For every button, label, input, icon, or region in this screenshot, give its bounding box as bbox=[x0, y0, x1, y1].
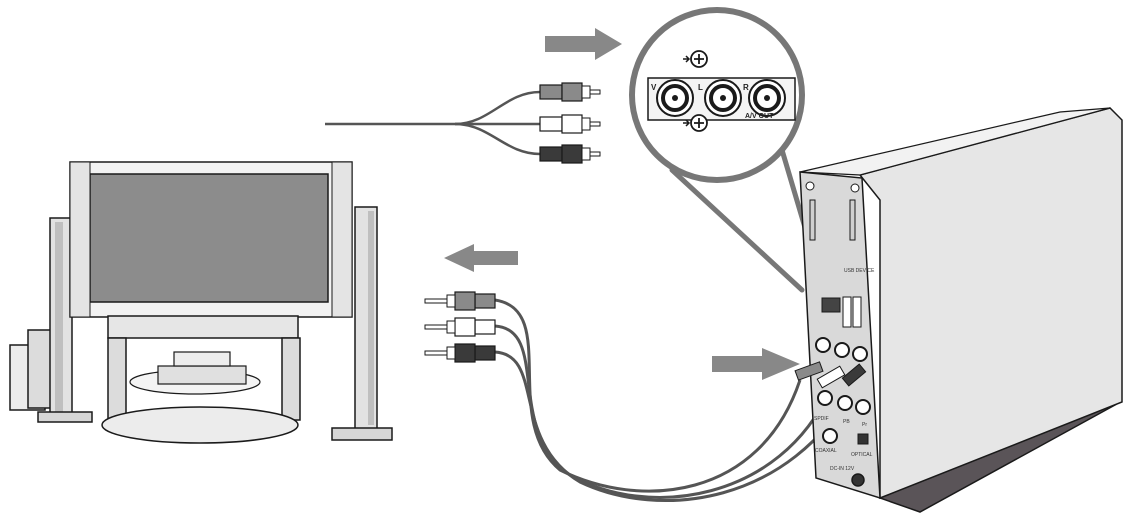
zoom-callout: V L R A/V OUT bbox=[629, 7, 825, 293]
jack-label-video: V bbox=[651, 83, 657, 92]
jack-label-right: R bbox=[743, 83, 749, 92]
jack-video bbox=[656, 79, 694, 117]
rca-plug-left bbox=[539, 114, 601, 134]
usb-device-label: USB DEVICE bbox=[844, 268, 875, 274]
spdif-label: SPDIF bbox=[814, 416, 829, 422]
media-player: USB DEVICE SPDIF PB Pr COAXIAL OPTICAL D… bbox=[794, 107, 1123, 513]
jack-right bbox=[748, 79, 786, 117]
lower-av-cable bbox=[424, 291, 857, 503]
arrow-to-zoom bbox=[545, 28, 622, 60]
television bbox=[69, 161, 353, 318]
screw-icon bbox=[683, 50, 708, 68]
tv-stand bbox=[101, 315, 301, 444]
top-av-cable bbox=[325, 82, 601, 164]
port-title: A/V OUT bbox=[745, 113, 774, 120]
jack bbox=[817, 390, 833, 406]
lan-port bbox=[821, 297, 841, 313]
vent bbox=[809, 199, 856, 241]
rca-plug-video bbox=[424, 291, 496, 311]
tv-screen bbox=[89, 173, 329, 303]
optical-port bbox=[857, 433, 869, 445]
jack bbox=[815, 337, 831, 353]
coaxial-label: COAXIAL bbox=[815, 448, 837, 454]
optical-label: OPTICAL bbox=[851, 452, 873, 458]
jack-left bbox=[704, 79, 742, 117]
arrow-to-tv bbox=[444, 244, 518, 272]
rca-plug-right bbox=[539, 144, 601, 164]
rca-plug-video bbox=[539, 82, 601, 102]
screw-icon bbox=[805, 181, 815, 191]
jack bbox=[837, 395, 853, 411]
jack bbox=[834, 342, 850, 358]
usb-port bbox=[852, 296, 862, 328]
jack-label-left: L bbox=[698, 83, 703, 92]
pb-label: PB bbox=[843, 419, 850, 425]
arrow-to-player bbox=[712, 348, 800, 380]
dc-in-port bbox=[851, 473, 865, 487]
dvd-player bbox=[157, 365, 247, 385]
home-theater bbox=[9, 161, 393, 444]
subwoofer bbox=[9, 329, 54, 411]
connected-plugs bbox=[794, 361, 867, 389]
right-speaker bbox=[331, 206, 393, 441]
rca-plug-right bbox=[424, 343, 496, 363]
coaxial-jack bbox=[822, 428, 838, 444]
left-speaker bbox=[37, 217, 93, 423]
jack bbox=[852, 346, 868, 362]
screw-icon bbox=[850, 183, 860, 193]
screw-icon bbox=[683, 114, 708, 132]
usb-port bbox=[842, 296, 852, 328]
dc-in-label: DC-IN 12V bbox=[830, 466, 855, 472]
jack bbox=[855, 399, 871, 415]
pr-label: Pr bbox=[862, 422, 867, 428]
rca-plug-left bbox=[424, 317, 496, 337]
